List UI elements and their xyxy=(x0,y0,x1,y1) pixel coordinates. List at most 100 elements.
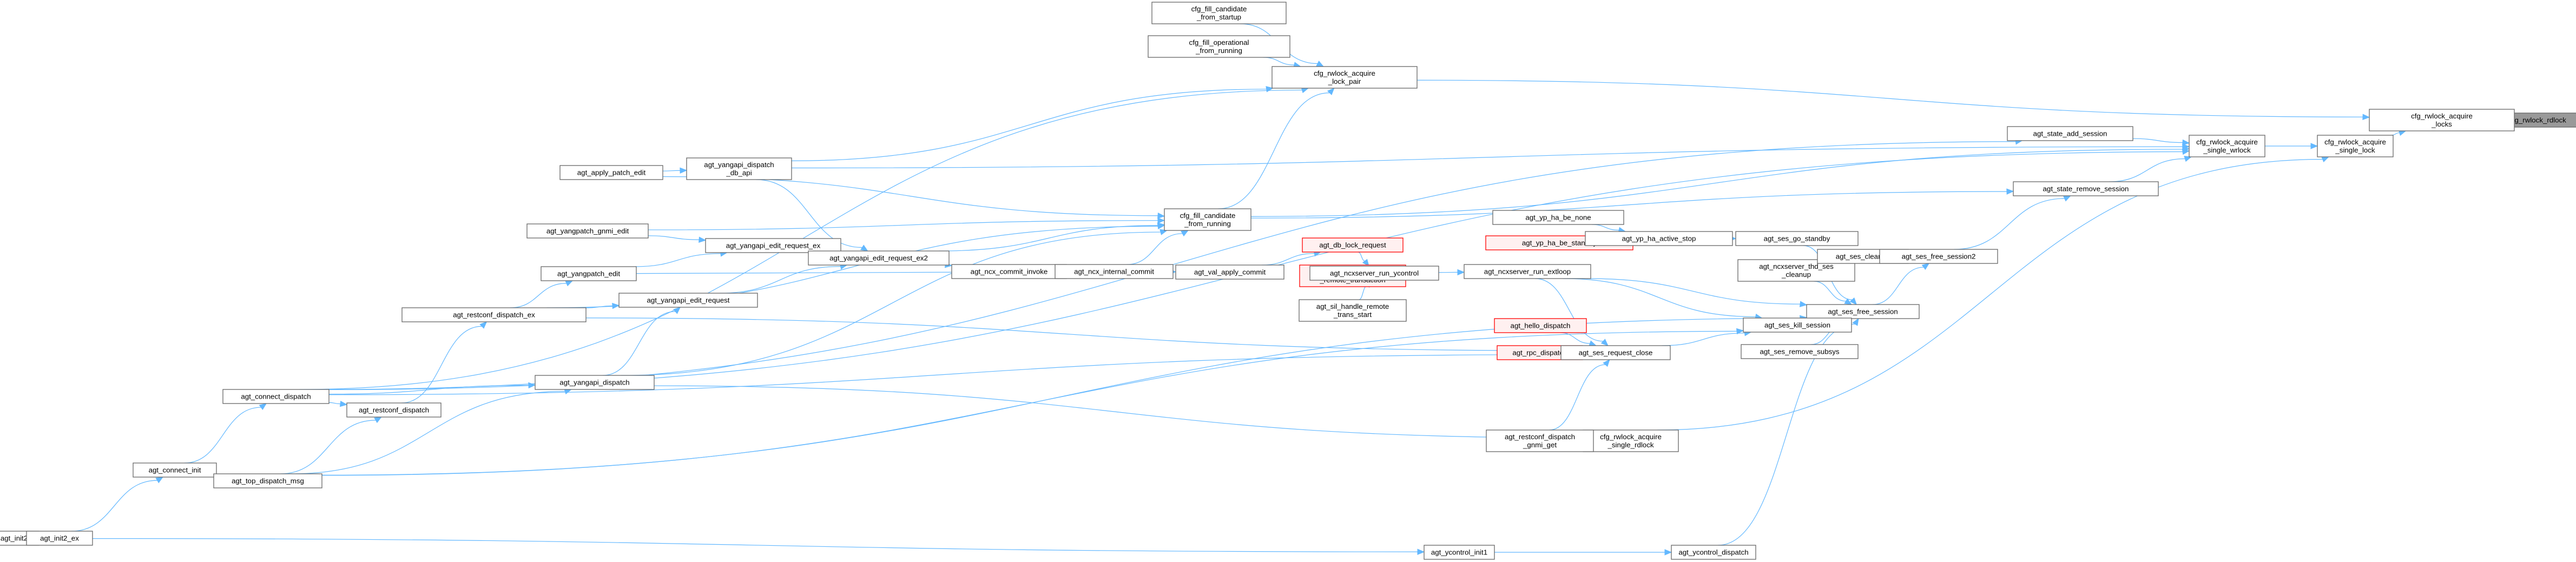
arrowhead-icon xyxy=(1589,340,1597,347)
graph-node-ycontrol-init1[interactable]: agt_ycontrol_init1 xyxy=(1424,545,1495,560)
node-label: agt_ses_go_standby xyxy=(1764,235,1830,243)
node-box xyxy=(1164,208,1251,231)
edge-init2-ex-to-ycontrol-init1 xyxy=(92,538,1425,555)
node-label: _cleanup xyxy=(1781,270,1811,279)
graph-node-kill-session[interactable]: agt_ses_kill_session xyxy=(1743,318,1852,333)
graph-node-restconf-ex[interactable]: agt_restconf_dispatch_ex xyxy=(401,307,587,322)
edge-fill-cand-running-to-single-wrlock xyxy=(1250,146,2190,217)
arrowhead-icon xyxy=(565,280,574,287)
graph-node-fill-cand-running[interactable]: cfg_fill_candidate_from_running xyxy=(1164,208,1251,231)
node-label: agt_ses_free_session2 xyxy=(1902,253,1976,261)
arrowhead-icon xyxy=(1181,230,1189,237)
node-label: agt_init2_ex xyxy=(40,534,79,543)
node-label: agt_rpc_dispatch xyxy=(1512,349,1567,357)
arrowhead-icon xyxy=(1736,328,1744,335)
node-box xyxy=(133,462,217,478)
graph-node-apply-patch[interactable]: agt_apply_patch_edit xyxy=(559,165,663,180)
node-label: agt_connect_dispatch xyxy=(241,393,311,401)
node-label: agt_ncx_commit_invoke xyxy=(971,268,1048,276)
node-label: agt_connect_init xyxy=(149,466,201,474)
edge-run-extloop-to-free-session xyxy=(1586,278,1808,307)
node-label: cfg_fill_candidate xyxy=(1191,5,1247,13)
graph-node-state-remove[interactable]: agt_state_remove_session xyxy=(2013,181,2159,196)
node-box xyxy=(1309,266,1439,281)
node-label: cfg_rwlock_acquire xyxy=(1314,69,1375,77)
node-box xyxy=(1151,2,1287,24)
arrowhead-icon xyxy=(2310,143,2318,149)
node-box xyxy=(951,264,1067,279)
graph-node-ncx-commit-invoke[interactable]: agt_ncx_commit_invoke xyxy=(951,264,1067,279)
graph-node-request-close[interactable]: agt_ses_request_close xyxy=(1560,345,1671,360)
graph-node-val-apply-commit[interactable]: agt_val_apply_commit xyxy=(1175,265,1284,280)
node-box xyxy=(1175,265,1284,280)
edge-apply-patch-to-yangapi-dispatch-db xyxy=(662,167,688,174)
node-label: _db_api xyxy=(726,169,752,177)
graph-node-yangpatch-edit[interactable]: agt_yangpatch_edit xyxy=(541,266,637,281)
graph-node-fill-oper-running[interactable]: cfg_fill_operational_from_running xyxy=(1148,35,1290,58)
graph-node-run-ycontrol[interactable]: agt_ncxserver_run_ycontrol xyxy=(1309,266,1439,281)
node-label: agt_ses_kill_session xyxy=(1764,321,1830,329)
node-label: agt_yangpatch_gnmi_edit xyxy=(546,227,629,235)
graph-node-ncx-internal-commit[interactable]: agt_ncx_internal_commit xyxy=(1055,264,1174,279)
node-box xyxy=(1560,345,1671,360)
edge-yangapi-dispatch-to-fill-cand-running xyxy=(621,229,1168,376)
arrowhead-icon xyxy=(1316,61,1325,67)
edge-free-session-to-free-session2 xyxy=(1872,263,1930,305)
graph-node-connect-dispatch[interactable]: agt_connect_dispatch xyxy=(222,389,330,404)
graph-node-ycontrol-dispatch[interactable]: agt_ycontrol_dispatch xyxy=(1671,545,1756,560)
graph-node-yangapi-dispatch-db[interactable]: agt_yangapi_dispatch_db_api xyxy=(686,157,792,180)
graph-node-yangapi-edit-ex2[interactable]: agt_yangapi_edit_request_ex2 xyxy=(808,250,950,266)
graph-node-single-rdlock[interactable]: cfg_rwlock_acquire_single_rdlock xyxy=(1583,429,1679,452)
edge-thd-cleanup-to-free-session xyxy=(1814,281,1853,305)
graph-node-yangapi-dispatch[interactable]: agt_yangapi_dispatch xyxy=(535,375,655,390)
graph-node-fill-cand-startup[interactable]: cfg_fill_candidate_from_startup xyxy=(1151,2,1287,24)
graph-node-free-session[interactable]: agt_ses_free_session xyxy=(1806,304,1920,319)
arrowhead-icon xyxy=(2006,188,2014,195)
graph-node-go-standby[interactable]: agt_ses_go_standby xyxy=(1735,231,1859,246)
graph-node-init2-ex[interactable]: agt_init2_ex xyxy=(26,531,93,546)
graph-node-yangapi-edit-ex[interactable]: agt_yangapi_edit_request_ex xyxy=(705,238,841,253)
graph-node-yangpatch-gnmi[interactable]: agt_yangpatch_gnmi_edit xyxy=(526,223,649,239)
node-box xyxy=(1492,210,1624,225)
node-label: agt_ncxserver_run_extloop xyxy=(1484,268,1571,276)
graph-node-sil-handle[interactable]: agt_sil_handle_remote_trans_start xyxy=(1299,299,1407,322)
arrowhead-icon xyxy=(479,321,487,329)
graph-node-top-dispatch[interactable]: agt_top_dispatch_msg xyxy=(213,473,322,488)
graph-node-thd-cleanup[interactable]: agt_ncxserver_thd_ses_cleanup xyxy=(1737,259,1855,282)
graph-node-yangapi-edit[interactable]: agt_yangapi_edit_request xyxy=(618,293,758,308)
graph-node-single-wrlock[interactable]: cfg_rwlock_acquire_single_wrlock xyxy=(2189,135,2265,157)
node-box xyxy=(1879,249,1998,264)
graph-node-state-add[interactable]: agt_state_add_session xyxy=(2007,126,2133,141)
graph-node-yp-ha-active-stop[interactable]: agt_yp_ha_active_stop xyxy=(1585,231,1733,246)
node-box xyxy=(1583,429,1679,452)
graph-node-free-session2[interactable]: agt_ses_free_session2 xyxy=(1879,249,1998,264)
edge-restconf-dispatch-to-restconf-ex xyxy=(401,321,487,404)
arrowhead-icon xyxy=(1157,217,1165,224)
node-box xyxy=(346,402,442,418)
graph-node-acquire-locks[interactable]: cfg_rwlock_acquire_locks xyxy=(2369,109,2515,131)
node-label: agt_yangapi_edit_request xyxy=(647,296,729,305)
graph-node-run-extloop[interactable]: agt_ncxserver_run_extloop xyxy=(1464,264,1591,279)
node-label: _lock_pair xyxy=(1328,77,1361,85)
arrowhead-icon xyxy=(1157,223,1165,230)
graph-node-db-lock-request[interactable]: agt_db_lock_request xyxy=(1302,237,1404,253)
graph-node-restconf-gnmi-get[interactable]: agt_restconf_dispatch_gnmi_get xyxy=(1486,429,1594,452)
node-label: agt_ycontrol_init1 xyxy=(1431,548,1487,557)
graph-node-lock-pair[interactable]: cfg_rwlock_acquire_lock_pair xyxy=(1271,66,1418,89)
graph-node-restconf-dispatch[interactable]: agt_restconf_dispatch xyxy=(346,402,442,418)
graph-node-yp-ha-none[interactable]: agt_yp_ha_be_none xyxy=(1492,210,1624,225)
arrowhead-icon xyxy=(699,236,707,243)
edge-state-remove-to-single-wrlock xyxy=(2109,156,2192,182)
graph-node-connect-init[interactable]: agt_connect_init xyxy=(133,462,217,478)
node-label: cfg_rwlock_acquire xyxy=(1600,433,1662,441)
graph-node-single-lock[interactable]: cfg_rwlock_acquire_single_lock xyxy=(2317,135,2394,157)
arrowhead-icon xyxy=(1799,301,1808,307)
edge-top-dispatch-to-restconf-dispatch xyxy=(280,416,383,474)
node-box xyxy=(1148,35,1290,58)
node-label: agt_ses_cleanup xyxy=(1836,253,1890,261)
graph-node-hello-dispatch[interactable]: agt_hello_dispatch xyxy=(1494,318,1587,333)
edge-yangapi-edit-to-yangapi-edit-ex2 xyxy=(720,263,848,294)
graph-node-remove-subsys[interactable]: agt_ses_remove_subsys xyxy=(1741,344,1859,359)
node-box xyxy=(1299,299,1407,322)
edge-connect-dispatch-to-restconf-dispatch xyxy=(328,400,348,407)
